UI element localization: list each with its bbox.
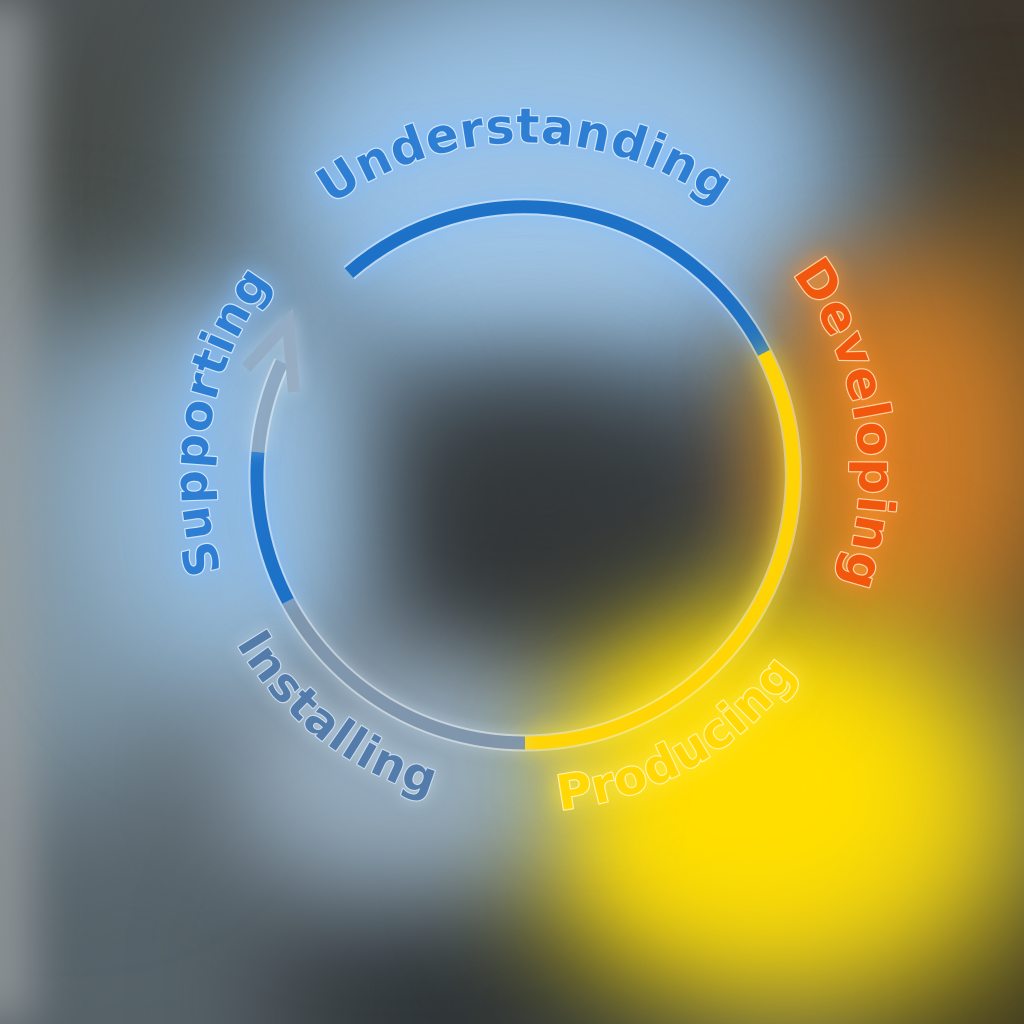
ring-segment-top-group bbox=[343, 198, 772, 357]
bg-blob-installing-glow bbox=[220, 640, 580, 900]
ring-segment-right bbox=[524, 350, 800, 750]
ring-segment-top bbox=[344, 200, 770, 356]
label-developing-group: Developing bbox=[781, 247, 906, 599]
ring-segment-left bbox=[250, 451, 294, 605]
ring-segment-right-group bbox=[524, 349, 802, 752]
bg-blob-top-blue-core bbox=[330, 60, 750, 320]
ring-segment-bottom-left bbox=[282, 597, 526, 750]
bg-blob-center-dark-core bbox=[400, 360, 680, 600]
bg-left-edge-strip bbox=[0, 0, 30, 1024]
ring-segment-tail-group bbox=[241, 307, 300, 453]
bg-blob-yellow-core bbox=[580, 660, 920, 920]
ring-segment-bottom-left-group bbox=[280, 596, 526, 752]
stage-label-understanding: Understanding bbox=[307, 98, 743, 214]
stage-label-developing: Developing bbox=[783, 248, 906, 598]
bg-blob-supporting-glow bbox=[90, 280, 390, 700]
label-understanding-group: Understanding bbox=[306, 97, 743, 216]
arrowhead-icon bbox=[241, 307, 300, 393]
ring-segment-left-group bbox=[248, 451, 296, 605]
bg-blob-orange-glow bbox=[760, 260, 1024, 640]
ring-segment-tail bbox=[251, 359, 288, 453]
